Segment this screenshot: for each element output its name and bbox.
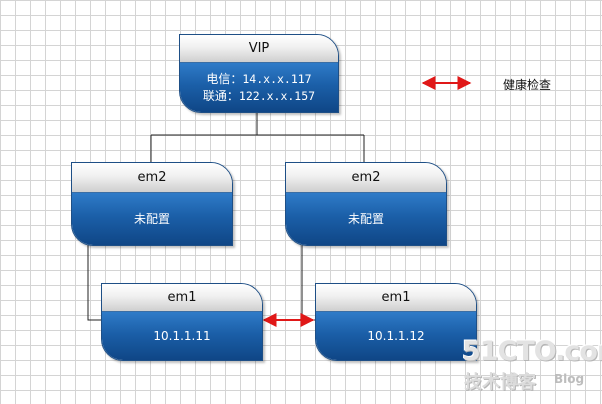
vip-unicom-line: 联通：122.x.x.157 — [203, 88, 315, 105]
em2-left-to-em1-left-line — [87, 245, 101, 321]
vip-telecom-label: 电信： — [206, 71, 243, 86]
em1-right-title: em1 — [381, 290, 411, 305]
em1-left-ip: 10.1.1.11 — [153, 328, 211, 343]
em2-right-node: em2 未配置 — [285, 162, 447, 246]
em2-left-status: 未配置 — [133, 211, 170, 226]
vip-unicom-label: 联通： — [202, 88, 239, 103]
em2-left-title: em2 — [137, 170, 167, 185]
em2-right-header: em2 — [286, 163, 446, 193]
em2-right-body: 未配置 — [286, 193, 446, 245]
legend-health-check-label: 健康检查 — [503, 78, 552, 92]
vip-telecom-ip: 14.x.x.117 — [242, 71, 312, 86]
vip-node-body: 电信：14.x.x.117 联通：122.x.x.157 — [180, 63, 338, 112]
vip-title: VIP — [248, 41, 270, 56]
em1-left-header: em1 — [102, 284, 262, 312]
em1-left-title: em1 — [167, 290, 197, 305]
vip-telecom-line: 电信：14.x.x.117 — [206, 71, 311, 88]
em1-right-ip: 10.1.1.12 — [367, 328, 425, 343]
em2-right-to-em1-right-line — [301, 245, 315, 321]
watermark-sub-text: 技术博客 — [464, 372, 536, 393]
em2-right-title: em2 — [351, 170, 381, 185]
em1-right-header: em1 — [316, 284, 476, 312]
em2-left-body: 未配置 — [72, 193, 232, 245]
watermark-logo: 51CTO.com 技术博客 Blog — [462, 336, 602, 396]
em2-right-status: 未配置 — [347, 211, 384, 226]
em1-right-node: em1 10.1.1.12 — [315, 283, 477, 361]
vip-unicom-ip: 122.x.x.157 — [238, 88, 316, 103]
em1-left-node: em1 10.1.1.11 — [101, 283, 263, 361]
em2-left-node: em2 未配置 — [71, 162, 233, 246]
watermark-main-text: 51CTO.com — [462, 336, 602, 367]
vip-node: VIP 电信：14.x.x.117 联通：122.x.x.157 — [179, 34, 339, 113]
vip-node-header: VIP — [180, 35, 338, 63]
em1-left-body: 10.1.1.11 — [102, 312, 262, 360]
em1-right-body: 10.1.1.12 — [316, 312, 476, 360]
watermark-blog-text: Blog — [554, 372, 585, 386]
em2-left-header: em2 — [72, 163, 232, 193]
